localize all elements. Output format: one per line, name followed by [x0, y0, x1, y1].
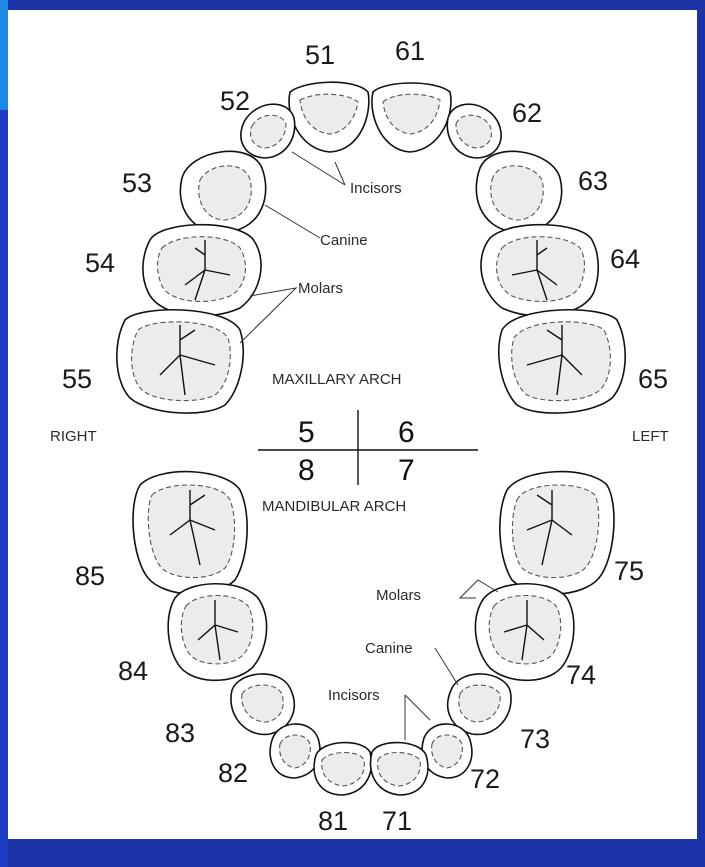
tooth-81	[314, 743, 371, 795]
label-left: LEFT	[632, 428, 669, 445]
tooth-84	[168, 584, 266, 681]
tooth-number-63: 63	[578, 166, 608, 196]
label-maxillary-arch: MAXILLARY ARCH	[272, 371, 402, 388]
tooth-number-52: 52	[220, 86, 250, 116]
tooth-62	[447, 104, 501, 158]
tooth-82	[270, 724, 320, 778]
tooth-71	[370, 743, 427, 795]
tooth-74	[475, 584, 573, 681]
label-incisors-upper: Incisors	[350, 180, 402, 197]
label-canine-lower: Canine	[365, 640, 413, 657]
quadrant-lower-left: 7	[398, 454, 415, 487]
tooth-number-51: 51	[305, 40, 335, 70]
tooth-number-54: 54	[85, 248, 115, 278]
tooth-65	[499, 310, 625, 413]
quadrant-lower-right: 8	[298, 454, 315, 487]
tooth-number-75: 75	[614, 556, 644, 586]
quadrant-upper-left: 6	[398, 416, 415, 449]
label-incisors-lower: Incisors	[328, 687, 380, 704]
tooth-number-61: 61	[395, 36, 425, 66]
tooth-number-83: 83	[165, 718, 195, 748]
tooth-75	[500, 472, 614, 594]
label-right: RIGHT	[50, 428, 97, 445]
tooth-61	[372, 83, 451, 152]
tooth-number-71: 71	[382, 806, 412, 836]
tooth-number-62: 62	[512, 98, 542, 128]
tooth-53	[180, 151, 265, 232]
tooth-51	[289, 82, 369, 152]
primary-dentition-diagram: 51 52 53 54 55 61 62 63 64 65 71 72 73 7…	[8, 10, 697, 839]
tooth-number-55: 55	[62, 364, 92, 394]
quadrant-upper-right: 5	[298, 416, 315, 449]
diagram-panel: 51 52 53 54 55 61 62 63 64 65 71 72 73 7…	[8, 10, 697, 839]
tooth-number-72: 72	[470, 764, 500, 794]
tooth-number-53: 53	[122, 168, 152, 198]
tooth-number-74: 74	[566, 660, 596, 690]
tooth-54	[143, 225, 261, 316]
tooth-number-82: 82	[218, 758, 248, 788]
label-canine-upper: Canine	[320, 232, 368, 249]
tooth-number-73: 73	[520, 724, 550, 754]
label-mandibular-arch: MANDIBULAR ARCH	[262, 498, 406, 515]
quadrant-cross	[258, 410, 478, 485]
tooth-number-81: 81	[318, 806, 348, 836]
tooth-85	[133, 472, 247, 594]
tooth-55	[117, 310, 243, 413]
tooth-number-64: 64	[610, 244, 640, 274]
tooth-64	[481, 225, 598, 316]
tooth-number-84: 84	[118, 656, 148, 686]
left-accent-strip	[0, 0, 8, 867]
tooth-63	[476, 151, 561, 232]
tooth-72	[422, 724, 472, 778]
tooth-number-65: 65	[638, 364, 668, 394]
tooth-number-85: 85	[75, 561, 105, 591]
label-molars-upper: Molars	[298, 280, 343, 297]
label-molars-lower: Molars	[376, 587, 421, 604]
